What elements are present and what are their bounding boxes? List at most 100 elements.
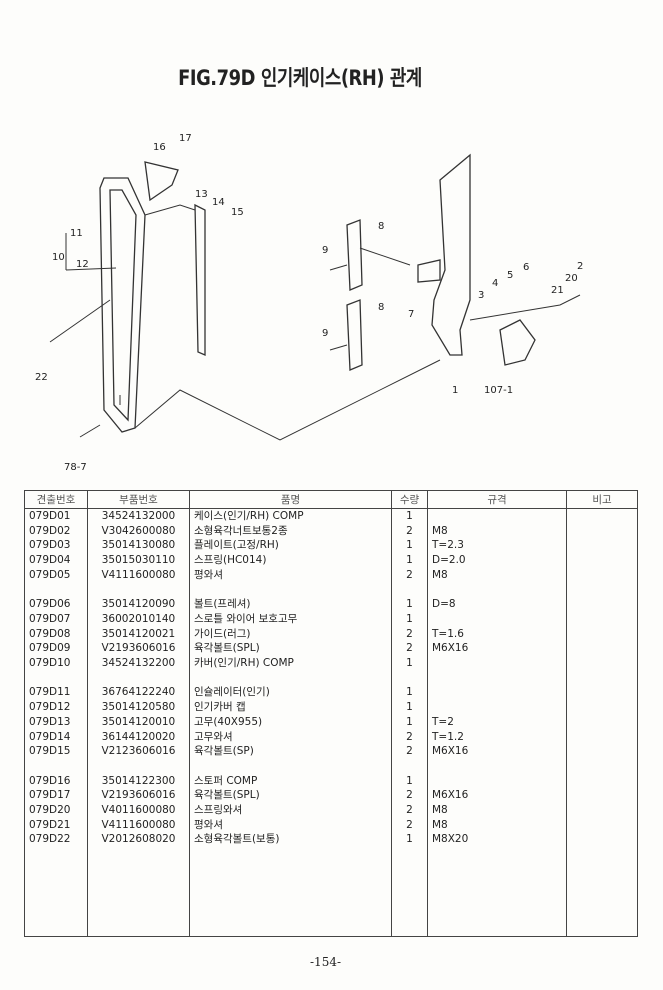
cell-ref-no: 079D13	[24, 714, 88, 730]
cell-part-name	[189, 758, 392, 774]
cell-ref-no	[24, 670, 88, 686]
cell-ref-no: 079D10	[24, 656, 88, 671]
cell-part-no: 35014120010	[87, 714, 190, 730]
cell-spec: M6X16	[427, 744, 567, 759]
cell-remarks	[566, 611, 638, 627]
callout: 15	[231, 207, 244, 218]
table-row	[24, 582, 638, 598]
callout: 16	[153, 142, 166, 153]
cell-part-name: 카버(인기/RH) COMP	[189, 656, 392, 671]
cell-qty: 1	[391, 714, 428, 730]
cell-part-name: 평와셔	[189, 817, 392, 833]
callout: 4	[492, 278, 498, 289]
cell-remarks	[566, 553, 638, 568]
cell-qty	[391, 670, 428, 686]
page-title: FIG.79D 인기케이스(RH) 관계	[178, 66, 422, 90]
cell-remarks	[566, 641, 638, 657]
cell-ref-no: 079D12	[24, 700, 88, 715]
cell-part-name: 육각볼트(SPL)	[189, 788, 392, 804]
cell-qty: 1	[391, 773, 428, 789]
cell-spec: T=1.6	[427, 626, 567, 642]
cell-spec: D=8	[427, 597, 567, 612]
cell-spec: T=2	[427, 714, 567, 730]
cell-ref-no: 079D22	[24, 832, 88, 848]
cell-qty: 2	[391, 567, 428, 583]
cell-ref-no: 079D21	[24, 817, 88, 833]
callout: 10	[52, 252, 65, 263]
cell-part-name: 스프링(HC014)	[189, 553, 392, 568]
table-row	[24, 670, 638, 686]
cell-part-name: 소형육각너트보통2종	[189, 523, 392, 539]
callout: 17	[179, 133, 192, 144]
cell-ref-no: 079D08	[24, 626, 88, 642]
cell-spec	[427, 670, 567, 686]
cell-part-no	[87, 670, 190, 686]
cell-part-name: 스프링와셔	[189, 803, 392, 818]
cell-part-name: 스토퍼 COMP	[189, 773, 392, 789]
cell-qty: 2	[391, 729, 428, 745]
cell-part-no: V2123606016	[87, 744, 190, 759]
empty-cell	[391, 847, 428, 937]
cell-part-no: 35014122300	[87, 773, 190, 789]
cell-remarks	[566, 773, 638, 789]
cell-part-no: V4111600080	[87, 567, 190, 583]
cell-remarks	[566, 729, 638, 745]
cell-qty: 1	[391, 553, 428, 568]
cell-spec	[427, 758, 567, 774]
cell-part-no: 34524132200	[87, 656, 190, 671]
cell-part-name: 스로틀 와이어 보호고무	[189, 611, 392, 627]
callout: 6	[523, 262, 529, 273]
cell-remarks	[566, 744, 638, 759]
cell-part-name: 고무(40X955)	[189, 714, 392, 730]
callout: 14	[212, 197, 225, 208]
cell-ref-no: 079D07	[24, 611, 88, 627]
cell-spec: M6X16	[427, 641, 567, 657]
table-filler	[24, 847, 638, 937]
cell-part-no: V2193606016	[87, 641, 190, 657]
cell-part-no: V4111600080	[87, 817, 190, 833]
cell-part-name: 평와셔	[189, 567, 392, 583]
empty-cell	[24, 847, 88, 937]
main-case-1	[431, 153, 471, 356]
cell-remarks	[566, 832, 638, 848]
cell-ref-no: 079D01	[24, 508, 88, 524]
cell-remarks	[566, 656, 638, 671]
cell-part-no: 34524132000	[87, 508, 190, 524]
cell-part-no: V2193606016	[87, 788, 190, 804]
cell-spec	[427, 685, 567, 701]
cell-spec	[427, 611, 567, 627]
cell-qty	[391, 758, 428, 774]
cell-part-no: 35014120021	[87, 626, 190, 642]
callout: 8	[378, 302, 384, 313]
callout: 11	[70, 228, 83, 239]
cell-spec	[427, 656, 567, 671]
empty-cell	[566, 847, 638, 937]
bracket-16	[144, 161, 179, 202]
cell-remarks	[566, 758, 638, 774]
cell-qty: 1	[391, 597, 428, 612]
col-part-name: 품명	[189, 490, 392, 509]
cell-remarks	[566, 523, 638, 539]
diagram-callouts: 17 16 13 14 15 11 10 12 22 78-7 8 9 8 9 …	[35, 133, 583, 473]
cell-ref-no: 079D09	[24, 641, 88, 657]
empty-cell	[189, 847, 392, 937]
empty-cell	[427, 847, 567, 937]
callout: 7	[408, 309, 414, 320]
cell-remarks	[566, 803, 638, 818]
col-qty: 수량	[391, 490, 428, 509]
cell-part-no	[87, 582, 190, 598]
cell-remarks	[566, 582, 638, 598]
cell-remarks	[566, 714, 638, 730]
cell-spec: M6X16	[427, 788, 567, 804]
cell-ref-no: 079D11	[24, 685, 88, 701]
cell-spec: M8X20	[427, 832, 567, 848]
cell-remarks	[566, 700, 638, 715]
